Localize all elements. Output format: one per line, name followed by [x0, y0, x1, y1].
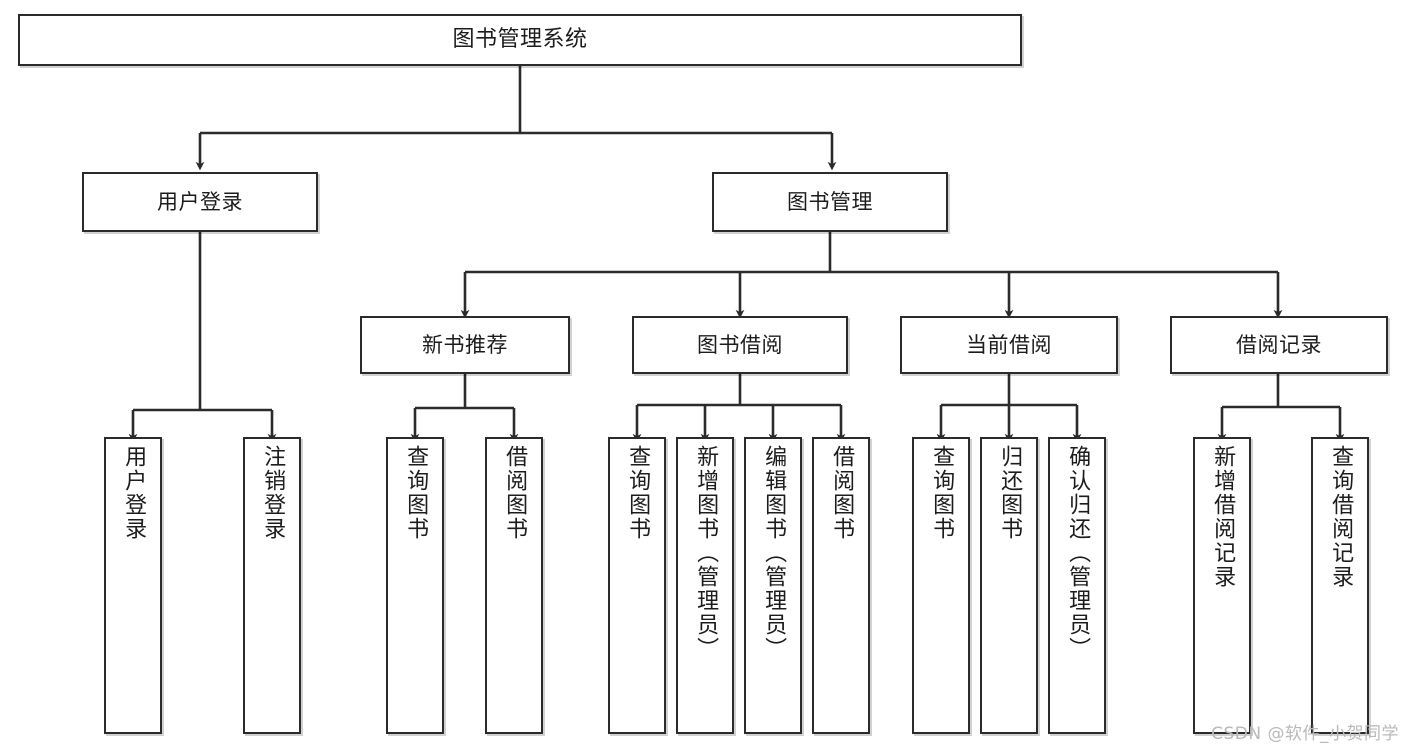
- node-label: 图书管理: [787, 189, 873, 214]
- node-label: 编辑图书（管理员）: [761, 445, 787, 661]
- leaf-borrow-add-book-admin[interactable]: 新增图书（管理员）: [676, 437, 734, 734]
- leaf-record-query-record[interactable]: 查询借阅记录: [1311, 437, 1369, 734]
- node-label: 借阅图书: [829, 445, 855, 541]
- leaf-current-return-book[interactable]: 归还图书: [980, 437, 1038, 734]
- csdn-watermark: CSDN @软件_小贺同学: [1211, 724, 1399, 744]
- leaf-user-login-logout[interactable]: 注销登录: [243, 437, 301, 734]
- node-label: 新书推荐: [422, 332, 508, 357]
- leaf-current-query-book[interactable]: 查询图书: [912, 437, 970, 734]
- leaf-record-add-record[interactable]: 新增借阅记录: [1193, 437, 1251, 734]
- node-label: 查询图书: [929, 445, 955, 541]
- node-label: 归还图书: [997, 445, 1023, 541]
- node-book-management[interactable]: 图书管理: [712, 172, 948, 232]
- node-label: 确认归还（管理员）: [1065, 445, 1091, 661]
- node-label: 注销登录: [260, 445, 286, 541]
- leaf-borrow-borrow-book[interactable]: 借阅图书: [812, 437, 870, 734]
- node-user-login[interactable]: 用户登录: [82, 172, 318, 232]
- node-label: 新增图书（管理员）: [693, 445, 719, 661]
- leaf-user-login-login[interactable]: 用户登录: [104, 437, 162, 734]
- node-label: 借阅图书: [502, 445, 528, 541]
- node-current-borrow[interactable]: 当前借阅: [900, 316, 1118, 374]
- node-label: 用户登录: [157, 189, 243, 214]
- leaf-borrow-query-book[interactable]: 查询图书: [608, 437, 666, 734]
- node-borrow-record[interactable]: 借阅记录: [1170, 316, 1388, 374]
- node-label: 查询图书: [625, 445, 651, 541]
- node-root-system[interactable]: 图书管理系统: [18, 14, 1022, 66]
- leaf-recommend-query-book[interactable]: 查询图书: [386, 437, 444, 734]
- node-label: 用户登录: [121, 445, 147, 541]
- leaf-recommend-borrow-book[interactable]: 借阅图书: [485, 437, 543, 734]
- node-new-book-recommend[interactable]: 新书推荐: [360, 316, 570, 374]
- node-label: 查询借阅记录: [1328, 445, 1354, 589]
- leaf-current-confirm-return-admin[interactable]: 确认归还（管理员）: [1048, 437, 1106, 734]
- node-label: 查询图书: [403, 445, 429, 541]
- leaf-borrow-edit-book-admin[interactable]: 编辑图书（管理员）: [744, 437, 802, 734]
- node-label: 当前借阅: [966, 332, 1052, 357]
- node-label: 图书借阅: [697, 332, 783, 357]
- node-label: 借阅记录: [1236, 332, 1322, 357]
- node-book-borrow[interactable]: 图书借阅: [632, 316, 848, 374]
- node-label: 图书管理系统: [452, 27, 588, 53]
- node-label: 新增借阅记录: [1210, 445, 1236, 589]
